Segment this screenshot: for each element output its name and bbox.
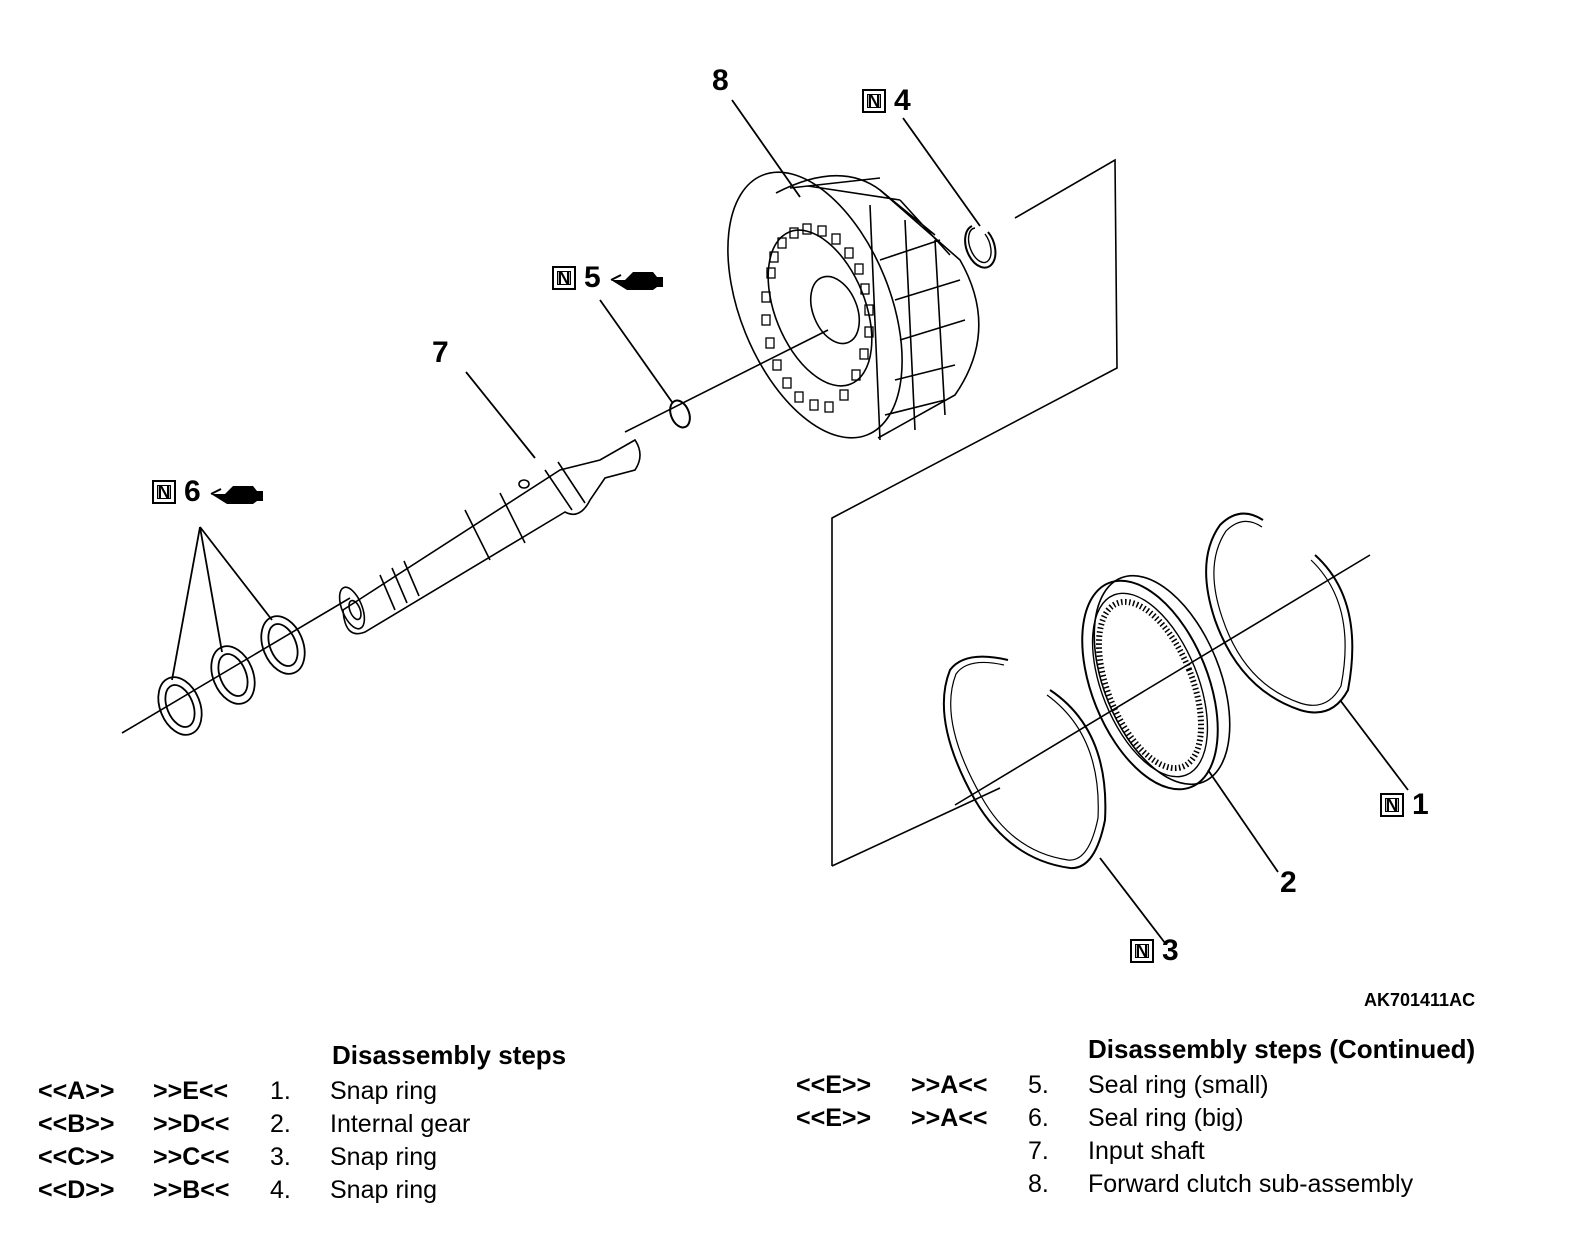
step-row: 7.Input shaft	[1028, 1137, 1205, 1165]
new-part-icon: N	[1380, 793, 1404, 817]
step-row: <<E>>>>A<<5.Seal ring (small)	[796, 1071, 1269, 1099]
callout-number: 1	[1412, 788, 1429, 821]
new-part-icon: N	[552, 266, 576, 290]
axis-line-main	[121, 597, 351, 734]
callout-number: 7	[432, 336, 449, 369]
snap-ring-4	[964, 225, 997, 269]
internal-gear-2	[1081, 574, 1231, 791]
callout-number: 6	[184, 475, 201, 508]
seal-rings-big-6	[157, 615, 306, 736]
callout-1: N 1	[1380, 790, 1429, 820]
exploded-view-diagram	[121, 99, 1409, 944]
new-part-icon: N	[1130, 939, 1154, 963]
callout-2: 2	[1280, 868, 1297, 898]
step-row: 8.Forward clutch sub-assembly	[1028, 1170, 1414, 1198]
callout-6: N 6	[152, 477, 265, 507]
callout-number: 3	[1162, 934, 1179, 967]
callout-number: 4	[894, 84, 911, 117]
forward-clutch-drum	[727, 171, 980, 441]
step-row: <<C>>>>C<<3.Snap ring	[38, 1143, 438, 1171]
leader-lines	[171, 99, 1409, 944]
snap-ring-1	[1205, 512, 1354, 714]
new-part-icon: N	[862, 89, 886, 113]
disassembly-steps-right: Disassembly steps (Continued) <<E>>>>A<<…	[796, 1034, 1475, 1201]
step-row: <<E>>>>A<<6.Seal ring (big)	[796, 1104, 1244, 1132]
step-row: <<B>>>>D<<2.Internal gear	[38, 1110, 471, 1138]
input-shaft	[338, 438, 641, 635]
frame-lower	[831, 787, 1001, 867]
step-row: <<A>>>>E<<1.Snap ring	[38, 1077, 438, 1105]
callout-5: N 5	[552, 263, 665, 293]
step-row: <<D>>>>B<<4.Snap ring	[38, 1176, 438, 1204]
callout-number: 8	[712, 64, 729, 97]
oil-can-icon	[210, 486, 263, 504]
frame-upper	[831, 158, 1118, 866]
steps-heading: Disassembly steps (Continued)	[1088, 1034, 1476, 1064]
steps-heading: Disassembly steps	[332, 1040, 567, 1070]
callout-7: 7	[432, 338, 449, 368]
callout-number: 2	[1280, 866, 1297, 899]
figure-reference-code: AK701411AC	[1364, 990, 1476, 1010]
callout-number: 5	[584, 261, 601, 294]
axis-line-lower	[954, 554, 1371, 806]
callout-4: N 4	[862, 86, 911, 116]
callout-8: 8	[712, 66, 729, 96]
seal-ring-small-5	[669, 399, 691, 429]
callout-3: N 3	[1130, 936, 1179, 966]
disassembly-steps-left: Disassembly steps <<A>>>>E<<1.Snap ring …	[38, 1040, 566, 1207]
oil-can-icon	[610, 272, 663, 290]
axis-line-upper	[624, 329, 829, 433]
snap-ring-3	[942, 655, 1107, 870]
new-part-icon: N	[152, 480, 176, 504]
